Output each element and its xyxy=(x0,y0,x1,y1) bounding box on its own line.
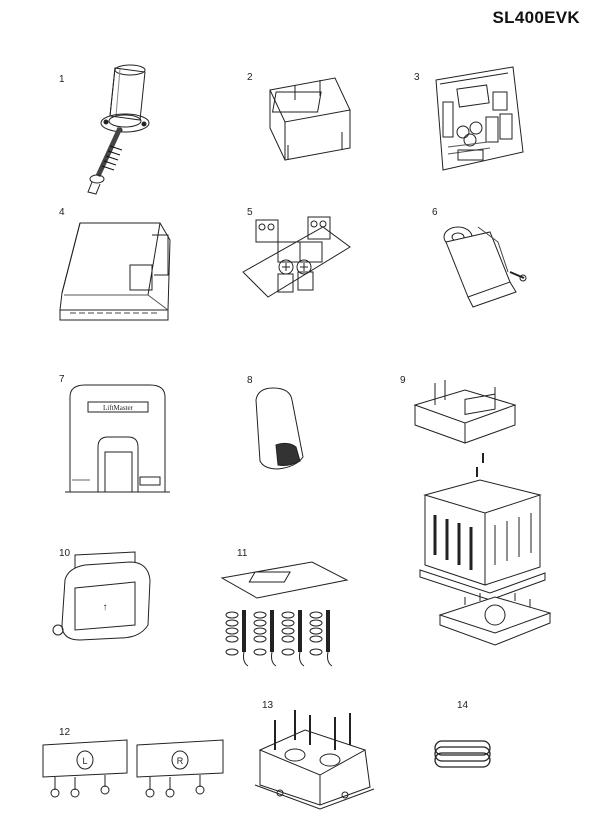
model-title: SL400EVK xyxy=(492,8,580,27)
part-number-6: 6 xyxy=(432,207,438,218)
motor-illustration xyxy=(70,58,170,198)
control-board-illustration xyxy=(418,62,528,177)
housing-assembly-illustration xyxy=(405,375,565,650)
svg-text:R: R xyxy=(177,756,184,766)
part-number-8: 8 xyxy=(247,375,253,386)
terminal-block-illustration xyxy=(238,212,358,307)
gasket-illustration xyxy=(425,735,500,775)
svg-text:↑: ↑ xyxy=(103,602,108,613)
part-number-3: 3 xyxy=(414,72,420,83)
part-number-1: 1 xyxy=(59,74,65,85)
part-number-5: 5 xyxy=(247,207,253,218)
transformer-illustration xyxy=(250,70,360,170)
svg-text:L: L xyxy=(82,756,87,766)
brand-label: LiftMaster xyxy=(103,404,134,412)
cover-illustration: LiftMaster xyxy=(60,382,175,502)
brackets-illustration: L R xyxy=(35,735,230,805)
part-number-14: 14 xyxy=(457,700,469,711)
remote-illustration xyxy=(248,385,308,475)
manual-release-illustration: ↑ xyxy=(50,550,160,650)
gear-housing-illustration xyxy=(250,705,375,810)
part-number-4: 4 xyxy=(59,207,65,218)
part-number-2: 2 xyxy=(247,72,253,83)
part-number-9: 9 xyxy=(400,375,406,386)
part-number-7: 7 xyxy=(59,374,65,385)
part-number-11: 11 xyxy=(237,548,248,559)
part-number-10: 10 xyxy=(59,548,71,559)
limit-switch-illustration xyxy=(428,212,533,312)
part-number-13: 13 xyxy=(262,700,274,711)
part-number-12: 12 xyxy=(59,727,71,738)
plate-hardware-illustration xyxy=(212,560,357,670)
battery-box-illustration xyxy=(50,215,185,330)
